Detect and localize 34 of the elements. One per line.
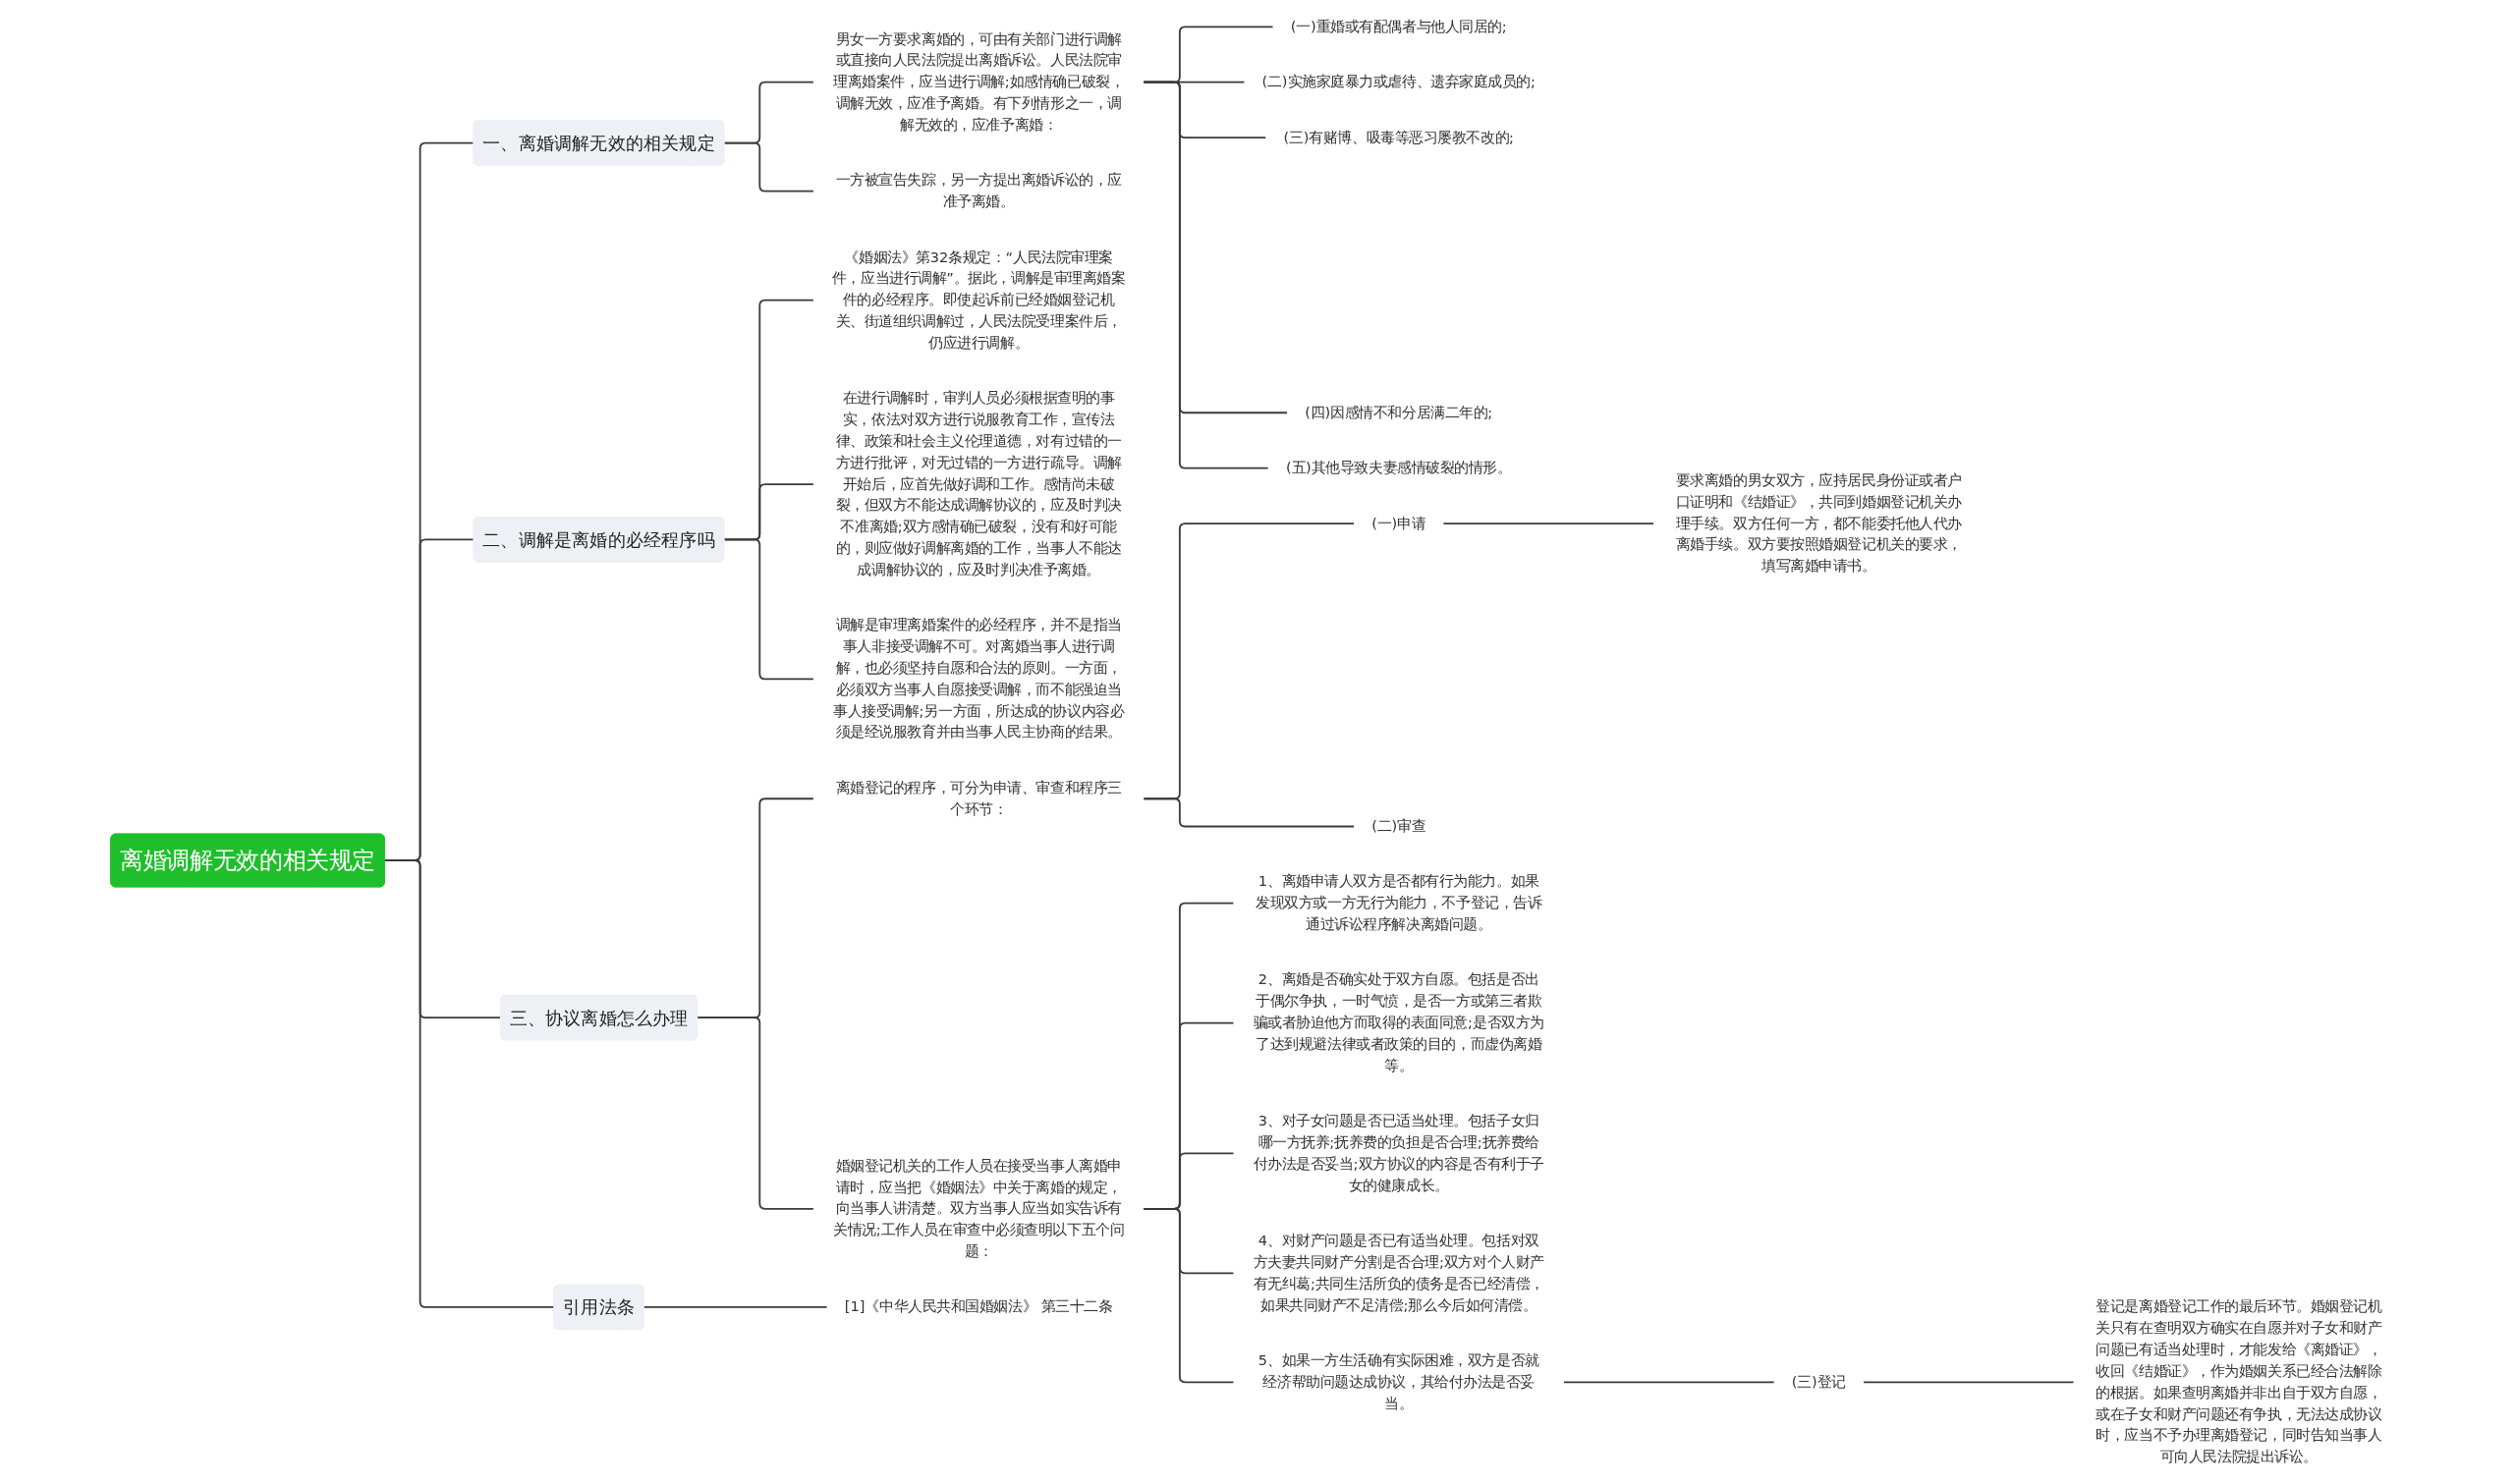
connector <box>1143 81 1269 469</box>
node-text: 2、离婚是否确实处于双方自愿。包括是否出于偶尔争执，一时气愤，是否一方或第三者欺骗或者胁迫他方而取得的表面同意;是否双方为了达到规避法律或者政策的目的，而虚伪离婚等。 <box>1253 970 1544 1074</box>
connector <box>723 538 814 681</box>
node-text: (三)有赌博、吸毒等恶习屡教不改的; <box>1283 129 1515 146</box>
node-text: 要求离婚的男女双方，应持居民身份证或者户口证明和《结婚证》，共同到婚姻登记机关办理手续。双方任何一方，都不能委托他人代办离婚手续。双方要按照婚姻登记机关的要求，填写离婚申请书。 <box>1675 471 1962 575</box>
node-text: (五)其他导致夫妻感情破裂的情形。 <box>1285 459 1512 476</box>
node-text: (二)审查 <box>1371 817 1426 835</box>
connector <box>643 1305 828 1308</box>
connector <box>1863 1381 2075 1384</box>
connector <box>1442 522 1654 524</box>
node-text: 男女一方要求离婚的，可由有关部门进行调解或直接向人民法院提出离婚诉讼。人民法院审理离婚案件，应当进行调解;如感情确已破裂，调解无效，应准予离婚。有下列情形之一，调解无效的，应准予离婚： <box>833 29 1125 134</box>
node-text: 婚姻登记机关的工作人员在接受当事人离婚申请时，应当把《婚姻法》中关于离婚的规定，向当事人讲清楚。双方当事人应当如实告诉有关情况;工作人员在审查中必须查明以下五个问题： <box>833 1157 1125 1260</box>
node-text: 调解是审理离婚案件的必经程序，并不是指当事人非接受调解不可。对离婚当事人进行调解，也必须坚持自愿和合法的原则。一方面，必须双方当事人自愿接受调解，而不能强迫当事人接受调解;另一方面，所达成的协议内容必须是经说服教育并由当事人民主协商的结果。 <box>833 616 1125 742</box>
node-text: 在进行调解时，审判人员必须根据查明的事实，依法对双方进行说服教育工作，宣传法律、政策和社会主义伦理道德，对有过错的一方进行批评，对无过错的一方进行疏导。调解开始后，应首先做好调和工作。感情尚未破裂，但双方不能达成调解协议的，应及时判决不准离婚;双方感情确已破裂，没有和好可能的，则应做好调解离婚的工作，当事人不能达成调解协议的，应及时判决准予离婚。 <box>835 389 1122 578</box>
connector <box>1143 797 1355 828</box>
connector <box>1143 1207 1235 1384</box>
node-text: [1]《中华人民共和国婚姻法》 第三十二条 <box>844 1297 1113 1316</box>
connector <box>696 1017 814 1210</box>
node-text: (四)因感情不和分居满二年的; <box>1305 404 1493 421</box>
node-text: (一)重婚或有配偶者与他人同居的; <box>1290 18 1507 35</box>
connector <box>383 859 555 1308</box>
node-text: (二)实施家庭暴力或虐待、遗弃家庭成员的; <box>1261 73 1536 90</box>
node-text: (一)申请 <box>1371 514 1426 532</box>
node-text: (三)登记 <box>1791 1373 1846 1391</box>
node-text: 5、如果一方生活确有实际困难，双方是否就经济帮助问题达成协议，其给付办法是否妥当。 <box>1258 1351 1539 1412</box>
node-text: 《婚姻法》第32条规定：“人民法院审理案件，应当进行调解”。据此，调解是审理离婚案件的必经程序。即使起诉前已经婚姻登记机关、街道组织调解过，人民法院受理案件后，仍应进行调解。 <box>831 247 1126 352</box>
node-text: 1、离婚申请人双方是否都有行为能力。如果发现双方或一方无行为能力，不予登记，告诉通过诉讼程序解决离婚问题。 <box>1256 872 1542 933</box>
node-text: 一方被宣告失踪，另一方提出离婚诉讼的，应准予离婚。 <box>835 171 1122 210</box>
connector <box>1563 1381 1775 1384</box>
node-text: 登记是离婚登记工作的最后环节。婚姻登记机关只有在查明双方确实在自愿并对子女和财产问题已有适当处理时，才能发给《离婚证》，收回《结婚证》，作为婚姻关系已经合法解除的根据。如果查明离婚并非出自于双方自愿，或在子女和财产问题还有争执，无法达成协议时，应当不予办理离婚登记，同时告知当事人可向人民法院提出诉讼。 <box>2096 1297 2382 1465</box>
node-text: 离婚登记的程序，可分为申请、审查和程序三个环节： <box>835 779 1122 818</box>
node-text: 4、对财产问题是否已有适当处理。包括对双方夫妻共同财产分割是否合理;双方对个人财产有无纠葛;共同生活所负的债务是否已经清偿，如果共同财产不足清偿;那么今后如何清偿。 <box>1253 1232 1544 1314</box>
connector <box>723 141 814 192</box>
node-text: 3、对子女问题是否已适当处理。包括子女归哪一方抚养;抚养费的负担是否合理;抚养费给付办法是否妥当;双方协议的内容是否有利于子女的健康成长。 <box>1253 1112 1544 1194</box>
